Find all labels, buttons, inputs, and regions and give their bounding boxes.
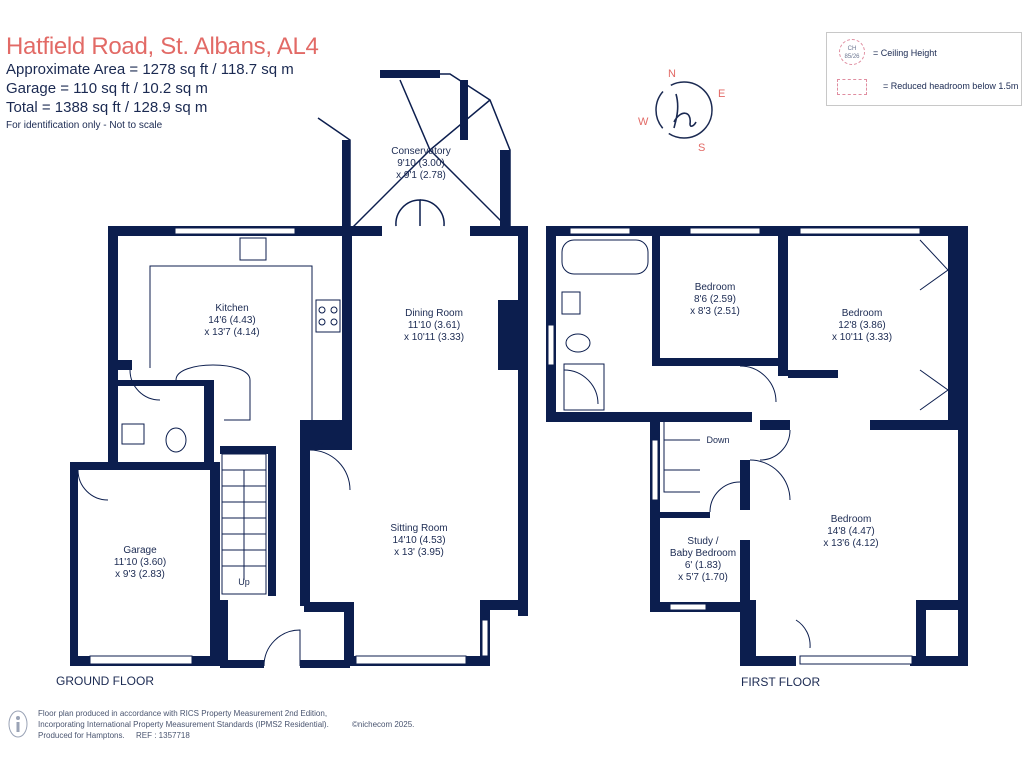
- first-floor-label: FIRST FLOOR: [741, 675, 821, 689]
- reduced-headroom-icon: [837, 79, 867, 95]
- walls: [70, 70, 968, 668]
- info-icon: [8, 710, 28, 738]
- room-kitchen: Kitchen 14'6 (4.43) x 13'7 (4.14): [204, 303, 260, 338]
- compass-n: N: [668, 68, 676, 80]
- compass-icon: N E S W: [638, 64, 736, 160]
- footer-line3: Produced for Hamptons.: [38, 731, 125, 740]
- room-bedroom-rear: Bedroom 12'8 (3.86) x 10'11 (3.33): [831, 308, 893, 343]
- stairs-down-label: Down: [706, 435, 730, 445]
- room-sitting: Sitting Room 14'10 (4.53) x 13' (3.95): [390, 523, 448, 558]
- ceiling-height-icon: CH 85/26: [839, 39, 865, 65]
- ground-floor-label: GROUND FLOOR: [56, 674, 155, 688]
- approx-area: Approximate Area = 1278 sq ft / 118.7 sq…: [6, 61, 294, 78]
- stairs-up-label: Up: [238, 577, 250, 587]
- footer-line1: Floor plan produced in accordance with R…: [38, 709, 328, 718]
- compass-e: E: [718, 88, 726, 100]
- room-study: Study / Baby Bedroom 6' (1.83) x 5'7 (1.…: [669, 536, 737, 583]
- room-garage: Garage 11'10 (3.60) x 9'3 (2.83): [113, 545, 167, 580]
- room-bedroom-small: Bedroom 8'6 (2.59) x 8'3 (2.51): [690, 282, 740, 317]
- legend-ceiling-label: = Ceiling Height: [873, 48, 937, 58]
- property-title: Hatfield Road, St. Albans, AL4: [6, 33, 319, 60]
- footer-line2: Incorporating International Property Mea…: [38, 720, 329, 729]
- compass-w: W: [638, 116, 649, 128]
- scale-note: For identification only - Not to scale: [6, 120, 163, 131]
- header: Hatfield Road, St. Albans, AL4 Approxima…: [6, 34, 319, 133]
- footer-ref: REF : 1357718: [136, 731, 190, 740]
- compass-s: S: [698, 142, 706, 154]
- legend-reduced-label: = Reduced headroom below 1.5m: [883, 81, 1019, 91]
- room-dining: Dining Room 11'10 (3.61) x 10'11 (3.33): [403, 308, 465, 343]
- garage-area: Garage = 110 sq ft / 10.2 sq m: [6, 80, 208, 97]
- total-area: Total = 1388 sq ft / 128.9 sq m: [6, 99, 208, 116]
- room-conservatory: Conservatory 9'10 (3.00) x 9'1 (2.78): [391, 146, 451, 181]
- footer-copyright: ©nichecom 2025.: [352, 720, 415, 729]
- room-bedroom-front: Bedroom 14'8 (4.47) x 13'6 (4.12): [823, 514, 879, 549]
- legend: CH 85/26 = Ceiling Height = Reduced head…: [826, 32, 1022, 106]
